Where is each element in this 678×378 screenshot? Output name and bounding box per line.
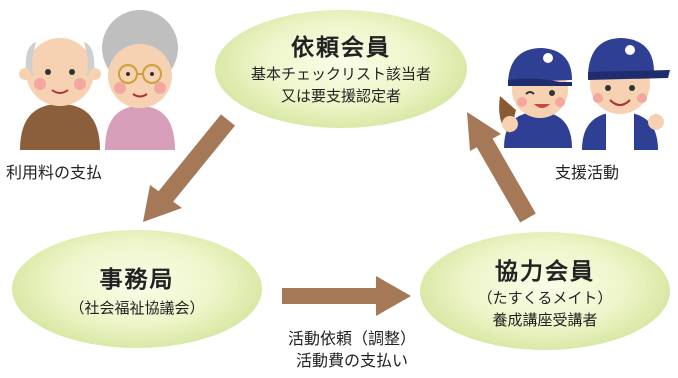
requesting-member-line-1: 基本チェックリスト該当者 <box>250 65 431 83</box>
secretariat-title: 事務局 <box>99 267 175 293</box>
support-activity-caption: 支援活動 <box>555 163 620 182</box>
arrow-right-to-top <box>467 112 536 223</box>
requesting-member-title: 依頼会員 <box>291 35 391 61</box>
cooperating-member-node: 協力会員 （たすくるメイト） 養成講座受講者 <box>420 232 670 350</box>
activity-request-line-2: 活動費の支払い <box>296 351 409 370</box>
secretariat-node: 事務局 （社会福祉協議会） <box>12 230 262 348</box>
helper-pair-illustration <box>499 38 670 150</box>
arrow-top-to-left <box>143 114 235 222</box>
helper-female-figure <box>499 48 572 148</box>
activity-request-line-1: 活動依頼（調整） <box>288 329 417 348</box>
cooperating-member-line-2: 養成講座受講者 <box>492 311 598 329</box>
requesting-member-line-2: 又は要支援認定者 <box>280 87 401 105</box>
activity-request-caption: 活動依頼（調整） 活動費の支払い <box>288 328 416 372</box>
elderly-man-figure <box>19 38 101 150</box>
usage-fee-payment-caption: 利用料の支払 <box>6 163 103 182</box>
helper-male-figure <box>582 38 670 150</box>
secretariat-line-1: （社会福祉協議会） <box>69 299 205 317</box>
elderly-woman-figure <box>102 10 178 150</box>
arrow-left-to-right <box>282 276 411 316</box>
elderly-couple-illustration <box>19 10 178 150</box>
cooperating-member-title: 協力会員 <box>495 259 595 285</box>
requesting-member-node: 依頼会員 基本チェックリスト該当者 又は要支援認定者 <box>215 10 467 128</box>
cooperating-member-line-1: （たすくるメイト） <box>477 289 613 307</box>
